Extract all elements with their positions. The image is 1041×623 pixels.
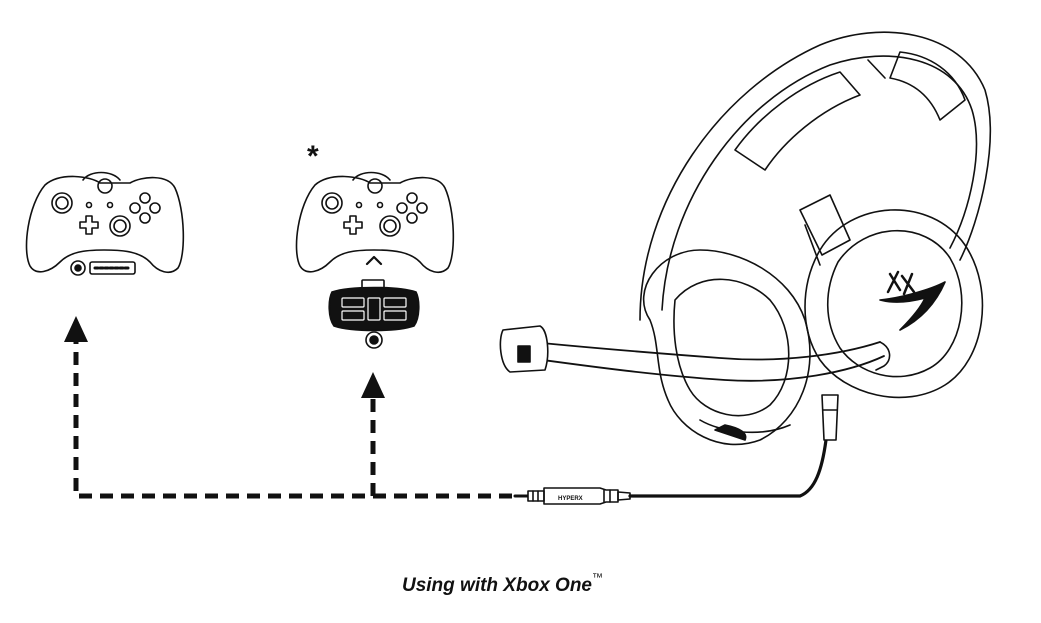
gaming-headset-icon [499,31,991,446]
xbox-controller-left-icon [25,171,185,276]
connection-path [73,340,512,499]
plug-brand-label: HYPERX [558,496,583,502]
audio-plug-icon [513,487,631,505]
diagram-caption: Using with Xbox One™ [0,572,1005,597]
arrow-up-left-icon [64,316,88,342]
stereo-headset-adapter-icon [328,279,420,349]
hyperx-logo-icon [879,270,946,331]
note-marker: * [307,140,319,173]
arrow-up-middle-icon [361,372,385,398]
headset-cable [628,438,828,498]
caption-text: Using with Xbox One [401,575,592,596]
xbox-controller-middle-icon [295,171,455,274]
trademark-symbol: ™ [592,572,603,584]
chevron-up-icon [365,255,383,266]
